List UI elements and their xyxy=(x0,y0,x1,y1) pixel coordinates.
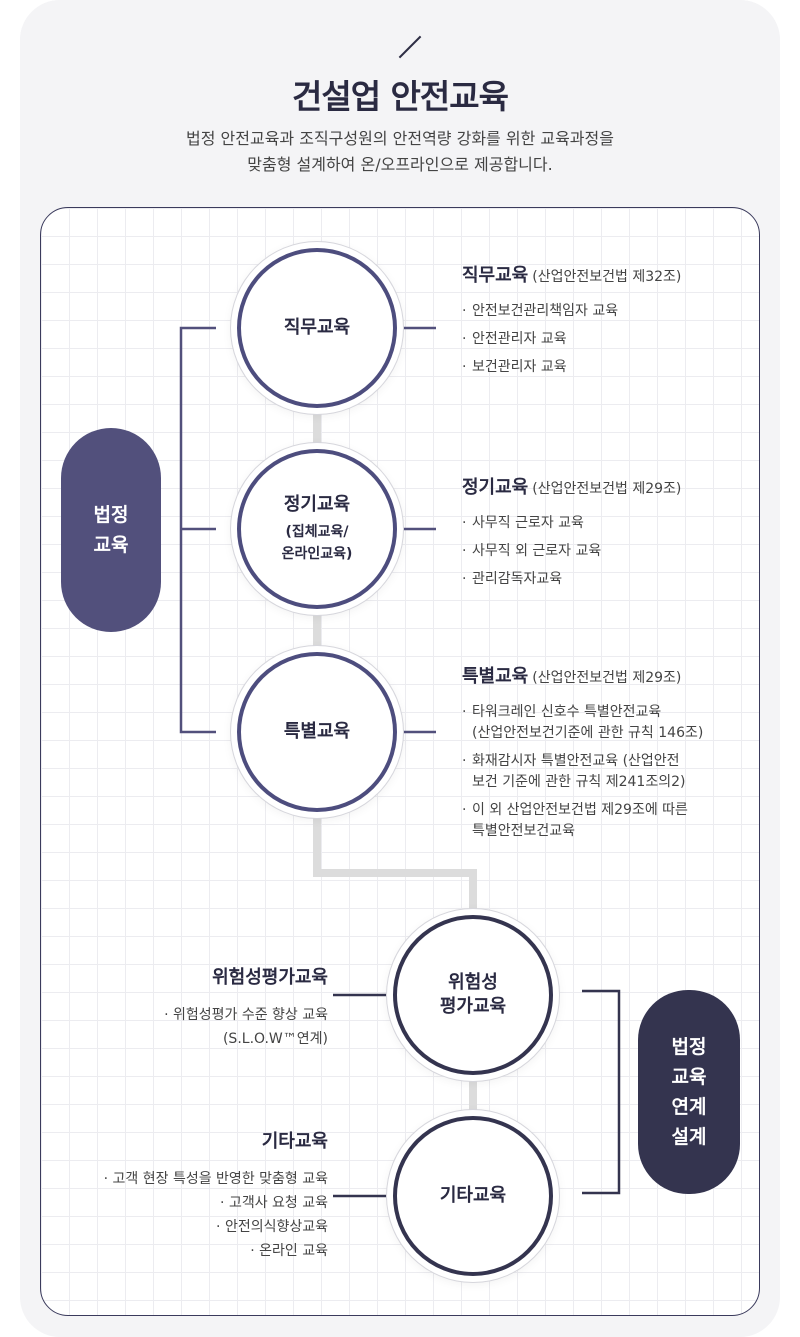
list-item: ·화재감시자 특별안전교육 (산업안전 보건 기준에 관한 규칙 제241조의2… xyxy=(462,753,686,790)
info-risk-title: 위험성평가교육 xyxy=(212,967,328,988)
info-special-title: 특별교육 xyxy=(462,666,529,687)
circle-regular-label: 정기교육 xyxy=(283,494,351,515)
page-title: 건설업 안전교육 xyxy=(291,77,509,116)
list-item: ·사무직 근로자 교육 xyxy=(462,515,584,531)
info-risk: 위험성평가교육 · 위험성평가 수준 향상 교육 (S.L.O.W™연계) xyxy=(164,963,328,1051)
info-regular: 정기교육(산업안전보건법 제29조) ·사무직 근로자 교육 ·사무직 외 근로… xyxy=(462,473,681,597)
page-subtitle: 법정 안전교육과 조직구성원의 안전역량 강화를 위한 교육과정을 맞춤형 설계… xyxy=(0,126,800,178)
info-other-title: 기타교육 xyxy=(261,1131,328,1152)
list-item: · 위험성평가 수준 향상 교육 xyxy=(164,1007,328,1023)
info-special-list: ·타워크레인 신호수 특별안전교육 (산업안전보건기준에 관한 규칙 146조)… xyxy=(462,702,703,842)
info-job-head: 직무교육(산업안전보건법 제32조) xyxy=(462,261,681,287)
circle-regular-sub-1: (집체교육/ xyxy=(285,524,349,540)
info-regular-head: 정기교육(산업안전보건법 제29조) xyxy=(462,473,681,499)
subtitle-line-2: 맞춤형 설계하여 온/오프라인으로 제공합니다. xyxy=(247,155,553,174)
info-job-list: ·안전보건관리책임자 교육 ·안전관리자 교육 ·보건관리자 교육 xyxy=(462,301,681,378)
circle-job-label: 직무교육 xyxy=(283,317,351,338)
list-item: ·타워크레인 신호수 특별안전교육 (산업안전보건기준에 관한 규칙 146조) xyxy=(462,704,704,741)
info-other: 기타교육 · 고객 현장 특성을 반영한 맞춤형 교육 · 고객사 요청 교육 … xyxy=(104,1127,328,1263)
circle-regular-sub: (집체교육/ 온라인교육) xyxy=(282,521,353,565)
legal-education-label: 법정 교육 xyxy=(93,504,129,556)
list-item: ·이 외 산업안전보건법 제29조에 따른 특별안전보건교육 xyxy=(462,802,688,839)
info-regular-title: 정기교육 xyxy=(462,477,529,498)
list-item: ·안전관리자 교육 xyxy=(462,331,567,347)
list-item: · 고객사 요청 교육 xyxy=(220,1195,328,1211)
legal-education-pill: 법정 교육 xyxy=(61,428,161,632)
circle-risk-label-2: 평가교육 xyxy=(439,996,507,1017)
list-item: (S.L.O.W™연계) xyxy=(222,1031,328,1047)
info-job-title: 직무교육 xyxy=(462,265,529,286)
info-regular-list: ·사무직 근로자 교육 ·사무직 외 근로자 교육 ·관리감독자교육 xyxy=(462,513,681,590)
circle-other-education: 기타교육 xyxy=(393,1116,553,1276)
list-item: ·사무직 외 근로자 교육 xyxy=(462,543,602,559)
legal-link-design-pill: 법정 교육 연계 설계 xyxy=(638,990,740,1194)
bracket-link xyxy=(582,989,621,1195)
list-item: ·안전보건관리책임자 교육 xyxy=(462,303,619,319)
info-special-law: (산업안전보건법 제29조) xyxy=(532,670,682,686)
spine-special-risk xyxy=(313,805,477,935)
subtitle-line-1: 법정 안전교육과 조직구성원의 안전역량 강화를 위한 교육과정을 xyxy=(186,129,614,148)
info-special-head: 특별교육(산업안전보건법 제29조) xyxy=(462,662,703,688)
list-item: · 고객 현장 특성을 반영한 맞춤형 교육 xyxy=(103,1171,328,1187)
info-other-list: · 고객 현장 특성을 반영한 맞춤형 교육 · 고객사 요청 교육 · 안전의… xyxy=(104,1167,328,1263)
circle-risk-assessment: 위험성 평가교육 xyxy=(393,915,553,1075)
info-special: 특별교육(산업안전보건법 제29조) ·타워크레인 신호수 특별안전교육 (산업… xyxy=(462,662,703,849)
info-job-law: (산업안전보건법 제32조) xyxy=(532,269,682,285)
info-regular-law: (산업안전보건법 제29조) xyxy=(532,481,682,497)
circle-special-label: 특별교육 xyxy=(283,721,351,742)
legal-link-design-label: 법정 교육 연계 설계 xyxy=(671,1036,707,1148)
list-item: ·관리감독자교육 xyxy=(462,571,563,587)
info-job: 직무교육(산업안전보건법 제32조) ·안전보건관리책임자 교육 ·안전관리자 … xyxy=(462,261,681,385)
circle-other-label: 기타교육 xyxy=(439,1185,507,1206)
circle-regular-sub-2: 온라인교육) xyxy=(281,546,353,562)
circle-risk-label-1: 위험성 xyxy=(448,972,498,993)
list-item: · 온라인 교육 xyxy=(250,1243,328,1259)
circle-job-education: 직무교육 xyxy=(237,248,397,408)
list-item: · 안전의식향상교육 xyxy=(216,1219,328,1235)
list-item: ·보건관리자 교육 xyxy=(462,359,567,375)
circle-special-education: 특별교육 xyxy=(237,652,397,812)
info-risk-list: · 위험성평가 수준 향상 교육 (S.L.O.W™연계) xyxy=(164,1003,328,1051)
circle-regular-education: 정기교육 (집체교육/ 온라인교육) xyxy=(237,449,397,609)
